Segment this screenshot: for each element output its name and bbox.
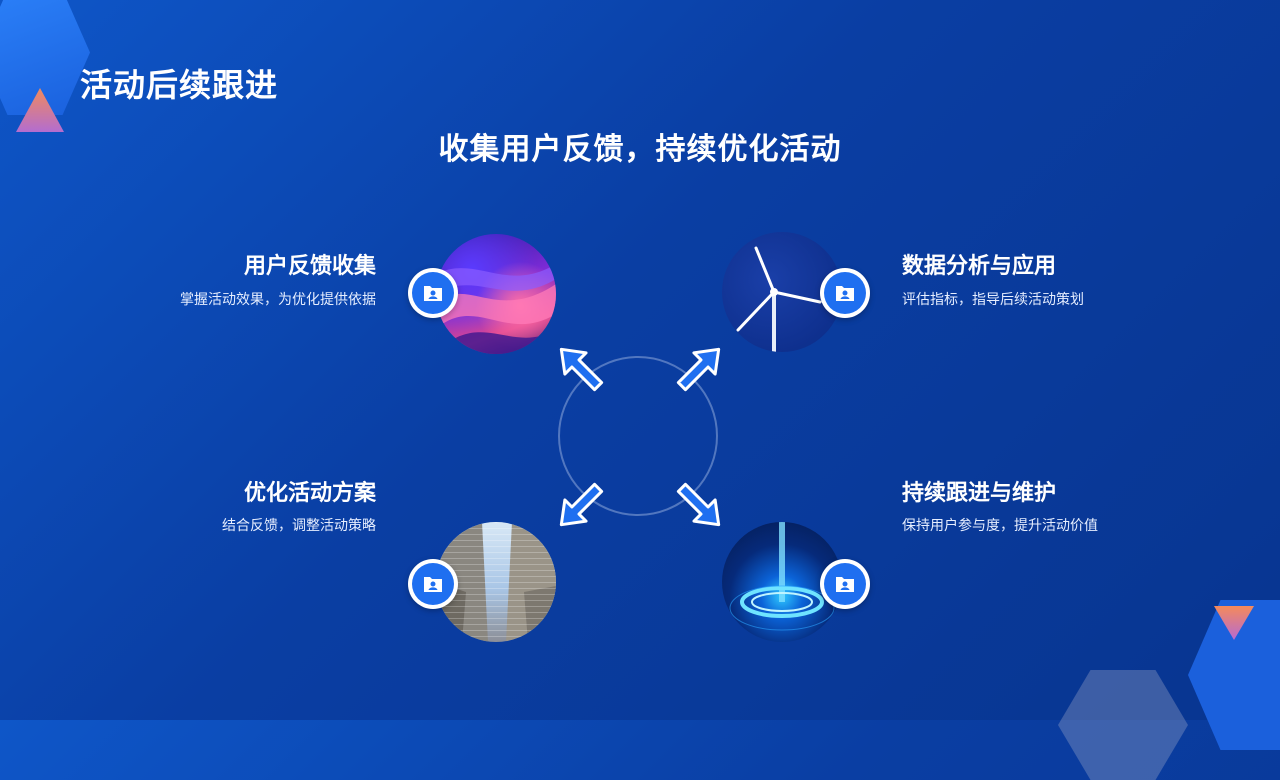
user-folder-icon [408, 559, 458, 609]
arrow-up-right-icon [676, 347, 721, 392]
user-folder-icon [408, 268, 458, 318]
page-subtitle: 收集用户反馈，持续优化活动 [438, 132, 842, 167]
item-desc-continuous-followup: 保持用户参与度，提升活动价值 [902, 518, 1098, 534]
item-desc-optimize-plan: 结合反馈，调整活动策略 [222, 518, 376, 534]
wind-turbine-image [722, 232, 842, 352]
item-desc-data-analysis: 评估指标，指导后续活动策划 [902, 292, 1084, 308]
page-title: 活动后续跟进 [80, 66, 279, 104]
item-title-data-analysis: 数据分析与应用 [902, 254, 1057, 279]
center-ring [558, 356, 718, 516]
item-desc-feedback-collection: 掌握活动效果，为优化提供依据 [180, 292, 376, 308]
decor-hexagon-bottom-right-grey [1058, 670, 1188, 780]
item-title-continuous-followup: 持续跟进与维护 [902, 481, 1057, 506]
item-title-optimize-plan: 优化活动方案 [243, 481, 376, 506]
arrow-up-left-icon [559, 347, 604, 392]
user-folder-icon [820, 559, 870, 609]
arrow-down-right-icon [676, 482, 721, 527]
arrow-down-left-icon [559, 482, 604, 527]
user-folder-icon [820, 268, 870, 318]
item-title-feedback-collection: 用户反馈收集 [243, 254, 376, 279]
